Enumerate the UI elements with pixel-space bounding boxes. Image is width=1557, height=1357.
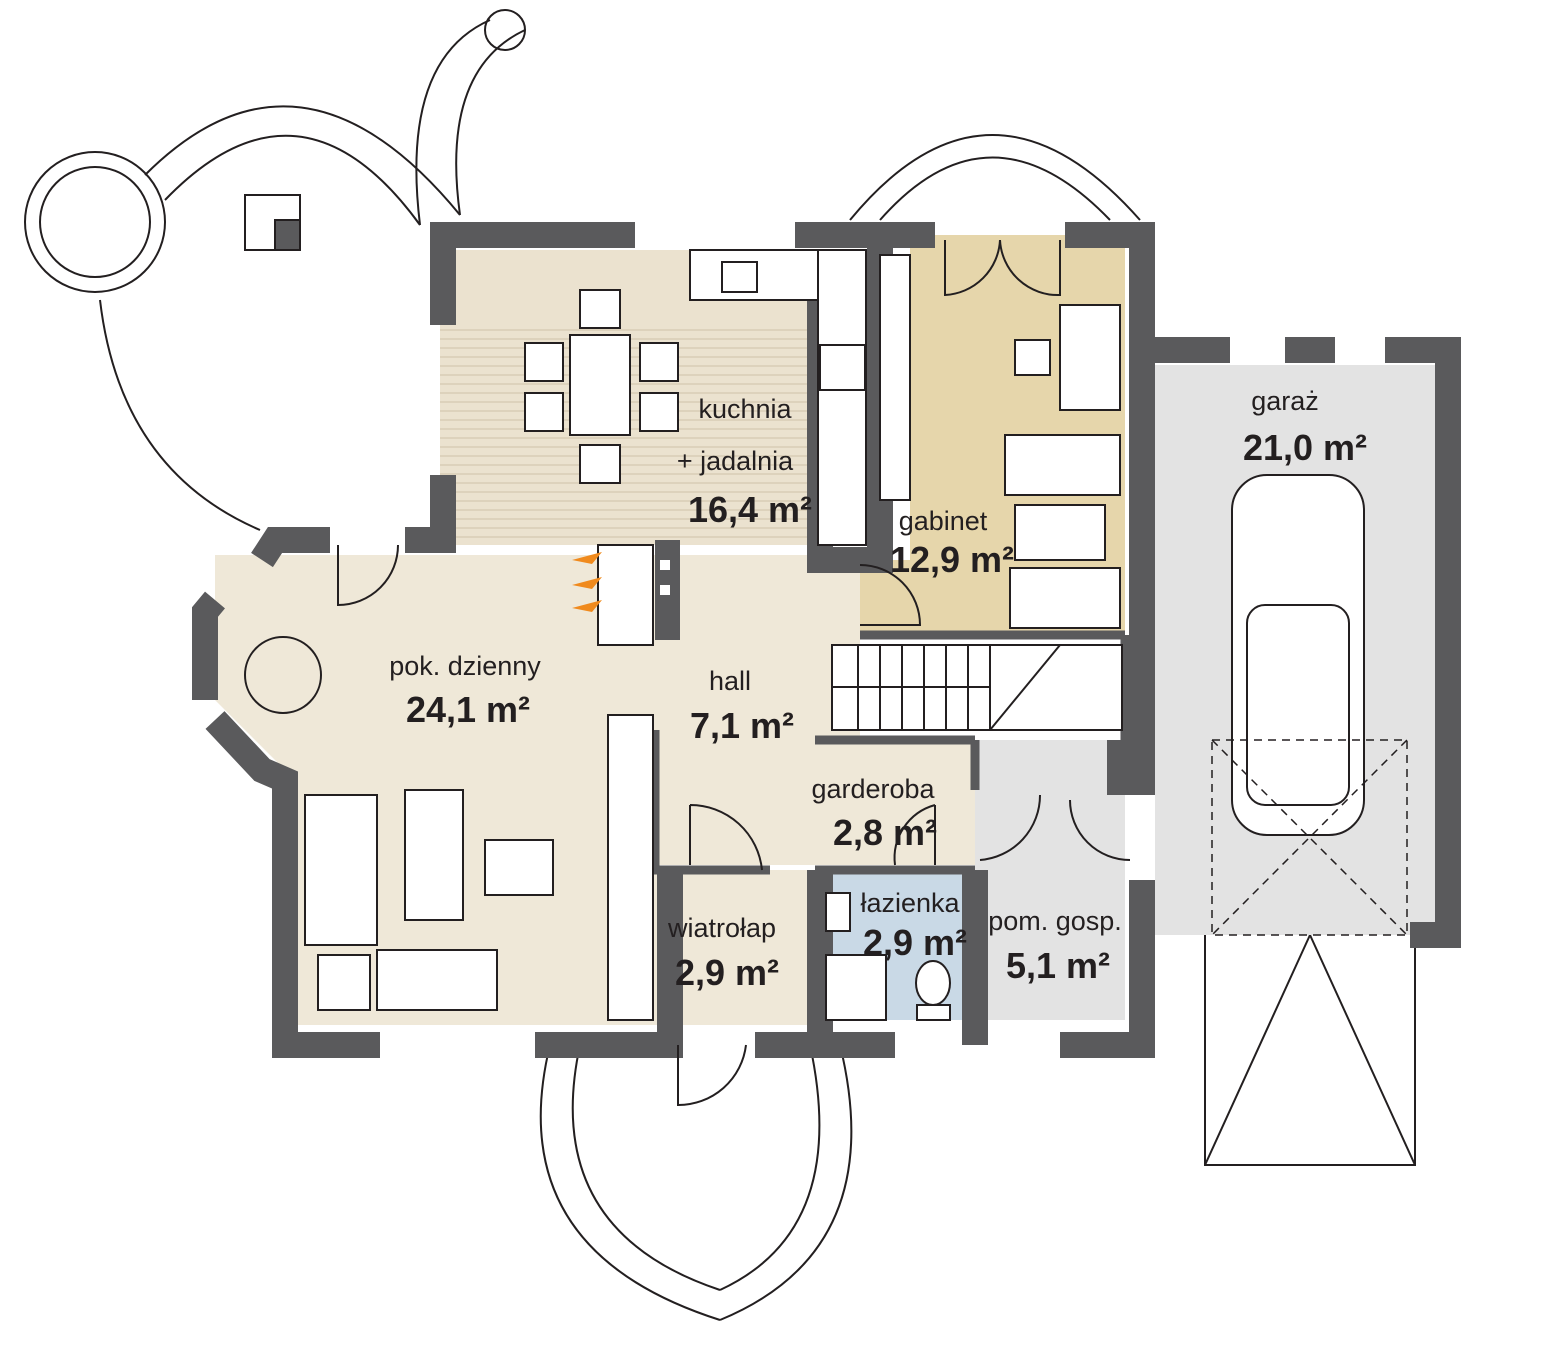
fireplace bbox=[572, 540, 680, 646]
room-area-utility: 5,1 m² bbox=[1006, 945, 1110, 986]
interior-partitions bbox=[650, 630, 1130, 875]
room-label-vestibule: wiatrołap 2,9 m² bbox=[667, 913, 779, 993]
room-name-kitchen: kuchnia bbox=[698, 394, 792, 424]
room-name-kitchen-2: + jadalnia bbox=[677, 446, 794, 476]
living-furniture bbox=[244, 636, 654, 1021]
room-area-living: 24,1 m² bbox=[406, 689, 530, 730]
room-label-living: pok. dzienny 24,1 m² bbox=[389, 651, 541, 730]
kitchen-furniture bbox=[524, 249, 867, 546]
terrace-arcs bbox=[24, 9, 1416, 1321]
room-label-wardrobe: garderoba 2,8 m² bbox=[811, 774, 937, 853]
room-name-office: gabinet bbox=[899, 506, 988, 536]
room-area-wardrobe: 2,8 m² bbox=[833, 812, 937, 853]
office-furniture bbox=[879, 254, 1121, 629]
room-label-bathroom: łazienka 2,9 m² bbox=[860, 888, 967, 963]
room-name-vestibule: wiatrołap bbox=[667, 913, 776, 943]
room-label-hall: hall 7,1 m² bbox=[690, 666, 794, 746]
room-label-office: gabinet 12,9 m² bbox=[890, 506, 1014, 580]
room-area-garage: 21,0 m² bbox=[1243, 427, 1367, 468]
room-area-hall: 7,1 m² bbox=[690, 705, 794, 746]
room-area-kitchen: 16,4 m² bbox=[688, 489, 812, 530]
room-name-wardrobe: garderoba bbox=[811, 774, 935, 804]
room-fill-vestibule bbox=[660, 870, 815, 1025]
door-swings bbox=[337, 239, 1131, 1107]
room-label-kitchen: kuchnia + jadalnia 16,4 m² bbox=[677, 394, 812, 530]
bathroom-fixtures bbox=[825, 892, 951, 1021]
room-name-living: pok. dzienny bbox=[389, 651, 541, 681]
room-area-vestibule: 2,9 m² bbox=[675, 952, 779, 993]
room-name-utility: pom. gosp. bbox=[988, 906, 1122, 936]
garage-car bbox=[1231, 474, 1365, 836]
room-area-office: 12,9 m² bbox=[890, 539, 1014, 580]
room-label-garage: garaż 21,0 m² bbox=[1243, 386, 1367, 468]
room-fill-utility bbox=[975, 740, 1125, 1020]
room-label-utility: pom. gosp. 5,1 m² bbox=[988, 906, 1122, 986]
garage-door-diagonals bbox=[1211, 739, 1408, 936]
room-name-bathroom: łazienka bbox=[860, 888, 960, 918]
room-name-garage: garaż bbox=[1251, 386, 1319, 416]
room-area-bathroom: 2,9 m² bbox=[863, 922, 967, 963]
walls bbox=[192, 222, 1461, 1058]
room-name-hall: hall bbox=[709, 666, 751, 696]
staircase: (function(){var g=document.currentScript… bbox=[831, 644, 1123, 731]
